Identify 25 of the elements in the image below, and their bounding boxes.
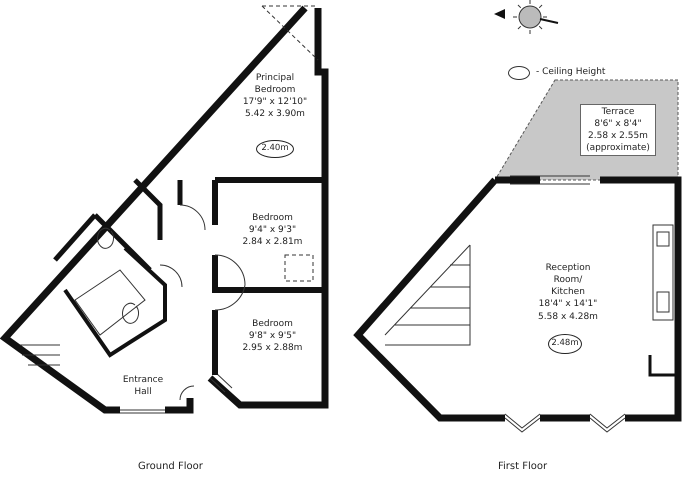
room-dimensions: 2.95 x 2.88m bbox=[242, 342, 302, 354]
room-dimensions: 8'6" x 8'4" bbox=[594, 118, 642, 130]
room-dimensions: 2.58 x 2.55m bbox=[588, 130, 648, 142]
room-name: Bedroom bbox=[252, 212, 293, 224]
ceiling-height-oval bbox=[548, 334, 582, 354]
room-dimensions: 17'9" x 12'10" bbox=[242, 96, 308, 108]
legend-text: - Ceiling Height bbox=[536, 67, 606, 77]
room-name: Principal Bedroom bbox=[254, 72, 296, 96]
room-dimensions: 9'4" x 9'3" bbox=[248, 224, 296, 236]
ceiling-height-oval bbox=[256, 140, 294, 158]
room-dimensions: 9'8" x 9'5" bbox=[248, 330, 296, 342]
room-name: Terrace bbox=[602, 106, 634, 118]
ceiling-height-text: 2.40m bbox=[261, 143, 289, 155]
room-dimensions: 5.42 x 3.90m bbox=[245, 108, 305, 121]
terrace-label-box bbox=[580, 104, 656, 156]
floor-title: Ground Floor bbox=[138, 461, 203, 472]
room-dimensions: 18'4" x 14'1" bbox=[538, 298, 598, 311]
floor-title: First Floor bbox=[498, 461, 548, 472]
room-dimensions: 2.84 x 2.81m bbox=[242, 236, 302, 248]
room-dimensions: 5.58 x 4.28m bbox=[538, 310, 598, 323]
room-name: Reception Room/ Kitchen bbox=[544, 262, 592, 298]
room-name: Entrance Hall bbox=[122, 374, 164, 398]
room-name: Bedroom bbox=[252, 318, 293, 330]
ceiling-height-text: 2.48m bbox=[551, 338, 579, 350]
room-dimensions: (approximate) bbox=[586, 142, 650, 154]
